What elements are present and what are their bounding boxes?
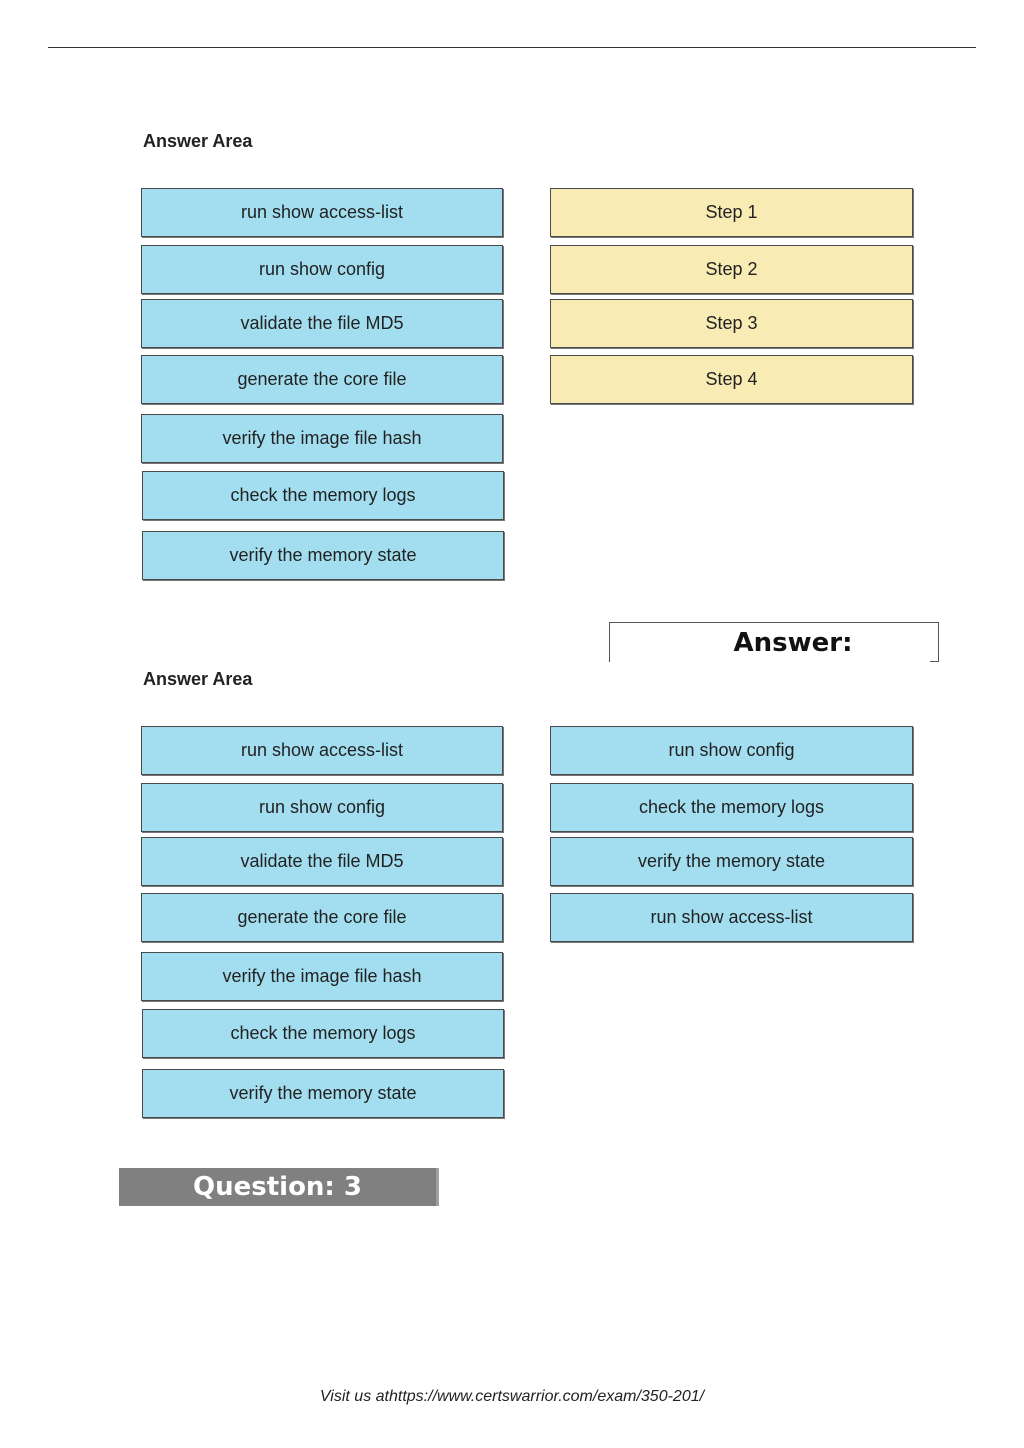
answer-label-box: Answer: — [609, 622, 939, 662]
option-box[interactable]: generate the core file — [141, 355, 503, 404]
top-rule — [48, 47, 976, 48]
option-box[interactable]: verify the image file hash — [141, 414, 503, 463]
answer-area-title: Answer Area — [143, 131, 253, 151]
ordered-step-box[interactable]: run show config — [550, 726, 913, 775]
step-target[interactable]: Step 2 — [550, 245, 913, 294]
option-box[interactable]: verify the memory state — [142, 531, 504, 580]
option-box[interactable]: check the memory logs — [142, 471, 504, 520]
option-box[interactable]: verify the memory state — [142, 1069, 504, 1118]
footer-link-text[interactable]: Visit us athttps://www.certswarrior.com/… — [319, 1388, 705, 1405]
step-target[interactable]: Step 4 — [550, 355, 913, 404]
option-box[interactable]: run show access-list — [141, 726, 503, 775]
question-number-banner: Question: 3 — [119, 1168, 439, 1206]
option-box[interactable]: validate the file MD5 — [141, 299, 503, 348]
option-box[interactable]: run show access-list — [141, 188, 503, 237]
step-target[interactable]: Step 1 — [550, 188, 913, 237]
option-box[interactable]: check the memory logs — [142, 1009, 504, 1058]
option-box[interactable]: run show config — [141, 783, 503, 832]
ordered-step-box[interactable]: check the memory logs — [550, 783, 913, 832]
option-box[interactable]: generate the core file — [141, 893, 503, 942]
ordered-step-box[interactable]: verify the memory state — [550, 837, 913, 886]
ordered-step-box[interactable]: run show access-list — [550, 893, 913, 942]
option-box[interactable]: run show config — [141, 245, 503, 294]
option-box[interactable]: verify the image file hash — [141, 952, 503, 1001]
answer-label: Answer: — [733, 627, 853, 658]
option-box[interactable]: validate the file MD5 — [141, 837, 503, 886]
answer-area-title: Answer Area — [143, 669, 253, 689]
step-target[interactable]: Step 3 — [550, 299, 913, 348]
